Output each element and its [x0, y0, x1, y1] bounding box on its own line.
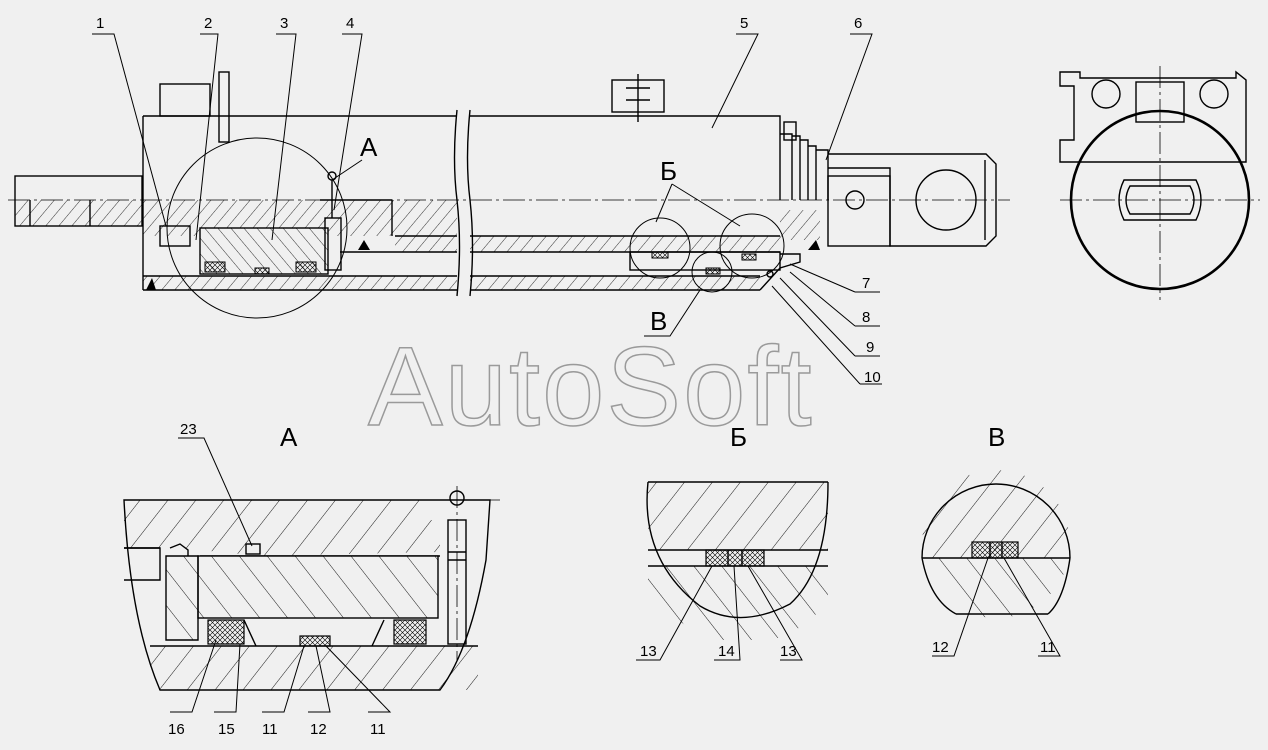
- label-a-11-right: 11: [370, 721, 386, 738]
- detail-b-leaders: [636, 565, 803, 661]
- label-v-11: 11: [1040, 639, 1056, 656]
- label-part-1: 1: [96, 15, 104, 32]
- detail-b-title: Б: [730, 422, 747, 452]
- main-section-view: [8, 71, 1010, 319]
- view-marker-a: А: [360, 132, 378, 162]
- view-marker-b: Б: [660, 156, 677, 186]
- label-a-15: 15: [218, 721, 235, 738]
- detail-v-title: В: [988, 422, 1005, 452]
- label-a-16: 16: [168, 721, 185, 738]
- label-part-7: 7: [862, 275, 870, 292]
- label-part-2: 2: [204, 15, 212, 32]
- detail-v-leaders: [932, 557, 1061, 657]
- end-view: [1059, 66, 1260, 300]
- label-a-23: 23: [180, 421, 197, 438]
- label-a-12: 12: [310, 721, 327, 738]
- label-part-4: 4: [346, 15, 354, 32]
- label-b-13-right: 13: [780, 643, 797, 660]
- watermark: AutoSoft: [368, 324, 814, 449]
- view-marker-v: В: [650, 306, 667, 336]
- detail-a-title: А: [280, 422, 298, 452]
- label-part-6: 6: [854, 15, 862, 32]
- label-a-11-left: 11: [262, 721, 278, 738]
- detail-v: [921, 470, 1071, 618]
- label-part-8: 8: [862, 309, 870, 326]
- label-part-9: 9: [866, 339, 874, 356]
- label-v-12: 12: [932, 639, 949, 656]
- detail-b: [646, 481, 829, 640]
- detail-a-leaders: [170, 437, 392, 713]
- label-part-5: 5: [740, 15, 748, 32]
- main-leaders: [92, 33, 882, 385]
- label-part-10: 10: [864, 369, 881, 386]
- label-b-14: 14: [718, 643, 735, 660]
- detail-a: [123, 486, 500, 691]
- label-part-3: 3: [280, 15, 288, 32]
- label-b-13-left: 13: [640, 643, 657, 660]
